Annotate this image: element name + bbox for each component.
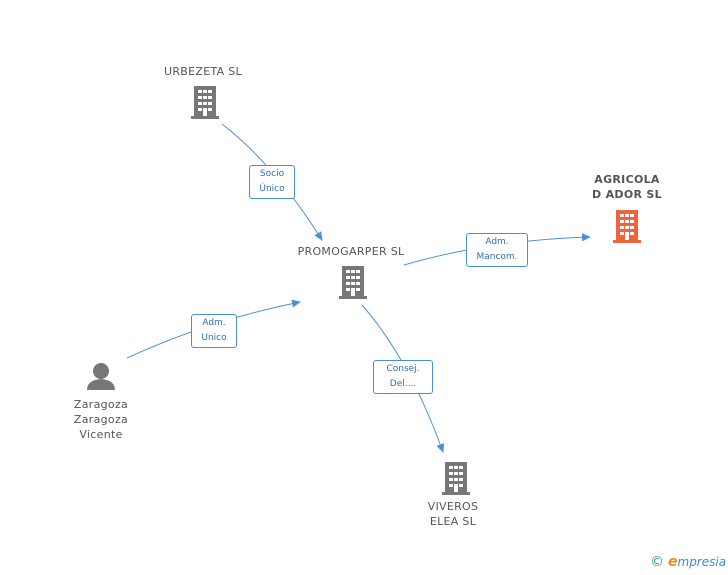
person-label-line-1: Zaragoza	[73, 398, 129, 411]
person-icon[interactable]	[87, 363, 115, 390]
edge-label-consej[interactable]: Consej. Del....	[373, 360, 433, 394]
promogarper-building-icon[interactable]	[339, 266, 367, 299]
brand-footer[interactable]: ©empresia	[650, 554, 726, 572]
copyright-symbol: ©	[650, 554, 664, 570]
agricola-label[interactable]: AGRICOLA D ADOR SL	[577, 172, 677, 202]
viveros-label[interactable]: VIVEROS ELEA SL	[413, 499, 493, 529]
brand-logo-text: mpresia	[677, 555, 727, 569]
edge-label-socio-line-1: Socio	[259, 169, 285, 179]
promogarper-label[interactable]: PROMOGARPER SL	[296, 244, 406, 259]
edge-label-mancom[interactable]: Adm. Mancom.	[466, 233, 528, 267]
edge-label-mancom-line-1: Adm.	[485, 237, 509, 247]
agricola-label-line-1: AGRICOLA	[594, 173, 660, 186]
edge-label-unico-line-1: Adm.	[202, 318, 226, 328]
edge-label-socio[interactable]: Socio Único	[249, 165, 295, 199]
edge-label-unico[interactable]: Adm. Unico	[191, 314, 237, 348]
person-label-line-3: Vicente	[79, 428, 123, 441]
viveros-label-line-1: VIVEROS	[427, 500, 479, 513]
viveros-building-icon[interactable]	[442, 462, 470, 495]
viveros-label-line-2: ELEA SL	[429, 515, 477, 528]
urbezeta-label-line: URBEZETA SL	[164, 65, 242, 78]
person-label-line-2: Zaragoza	[73, 413, 129, 426]
edge-label-unico-line-2: Unico	[201, 333, 227, 343]
urbezeta-label[interactable]: URBEZETA SL	[153, 64, 253, 79]
agricola-label-line-2: D ADOR SL	[592, 188, 662, 201]
edge-label-mancom-line-2: Mancom.	[476, 252, 518, 262]
edge-label-consej-line-1: Consej.	[386, 364, 420, 374]
person-label[interactable]: Zaragoza Zaragoza Vicente	[56, 397, 146, 442]
agricola-building-icon[interactable]	[613, 210, 641, 243]
promogarper-label-line: PROMOGARPER SL	[297, 245, 405, 258]
edge-label-consej-line-2: Del....	[389, 379, 417, 389]
brand-logo-e: e	[668, 554, 678, 570]
urbezeta-building-icon[interactable]	[191, 86, 219, 119]
edge-label-socio-line-2: Único	[259, 184, 285, 194]
